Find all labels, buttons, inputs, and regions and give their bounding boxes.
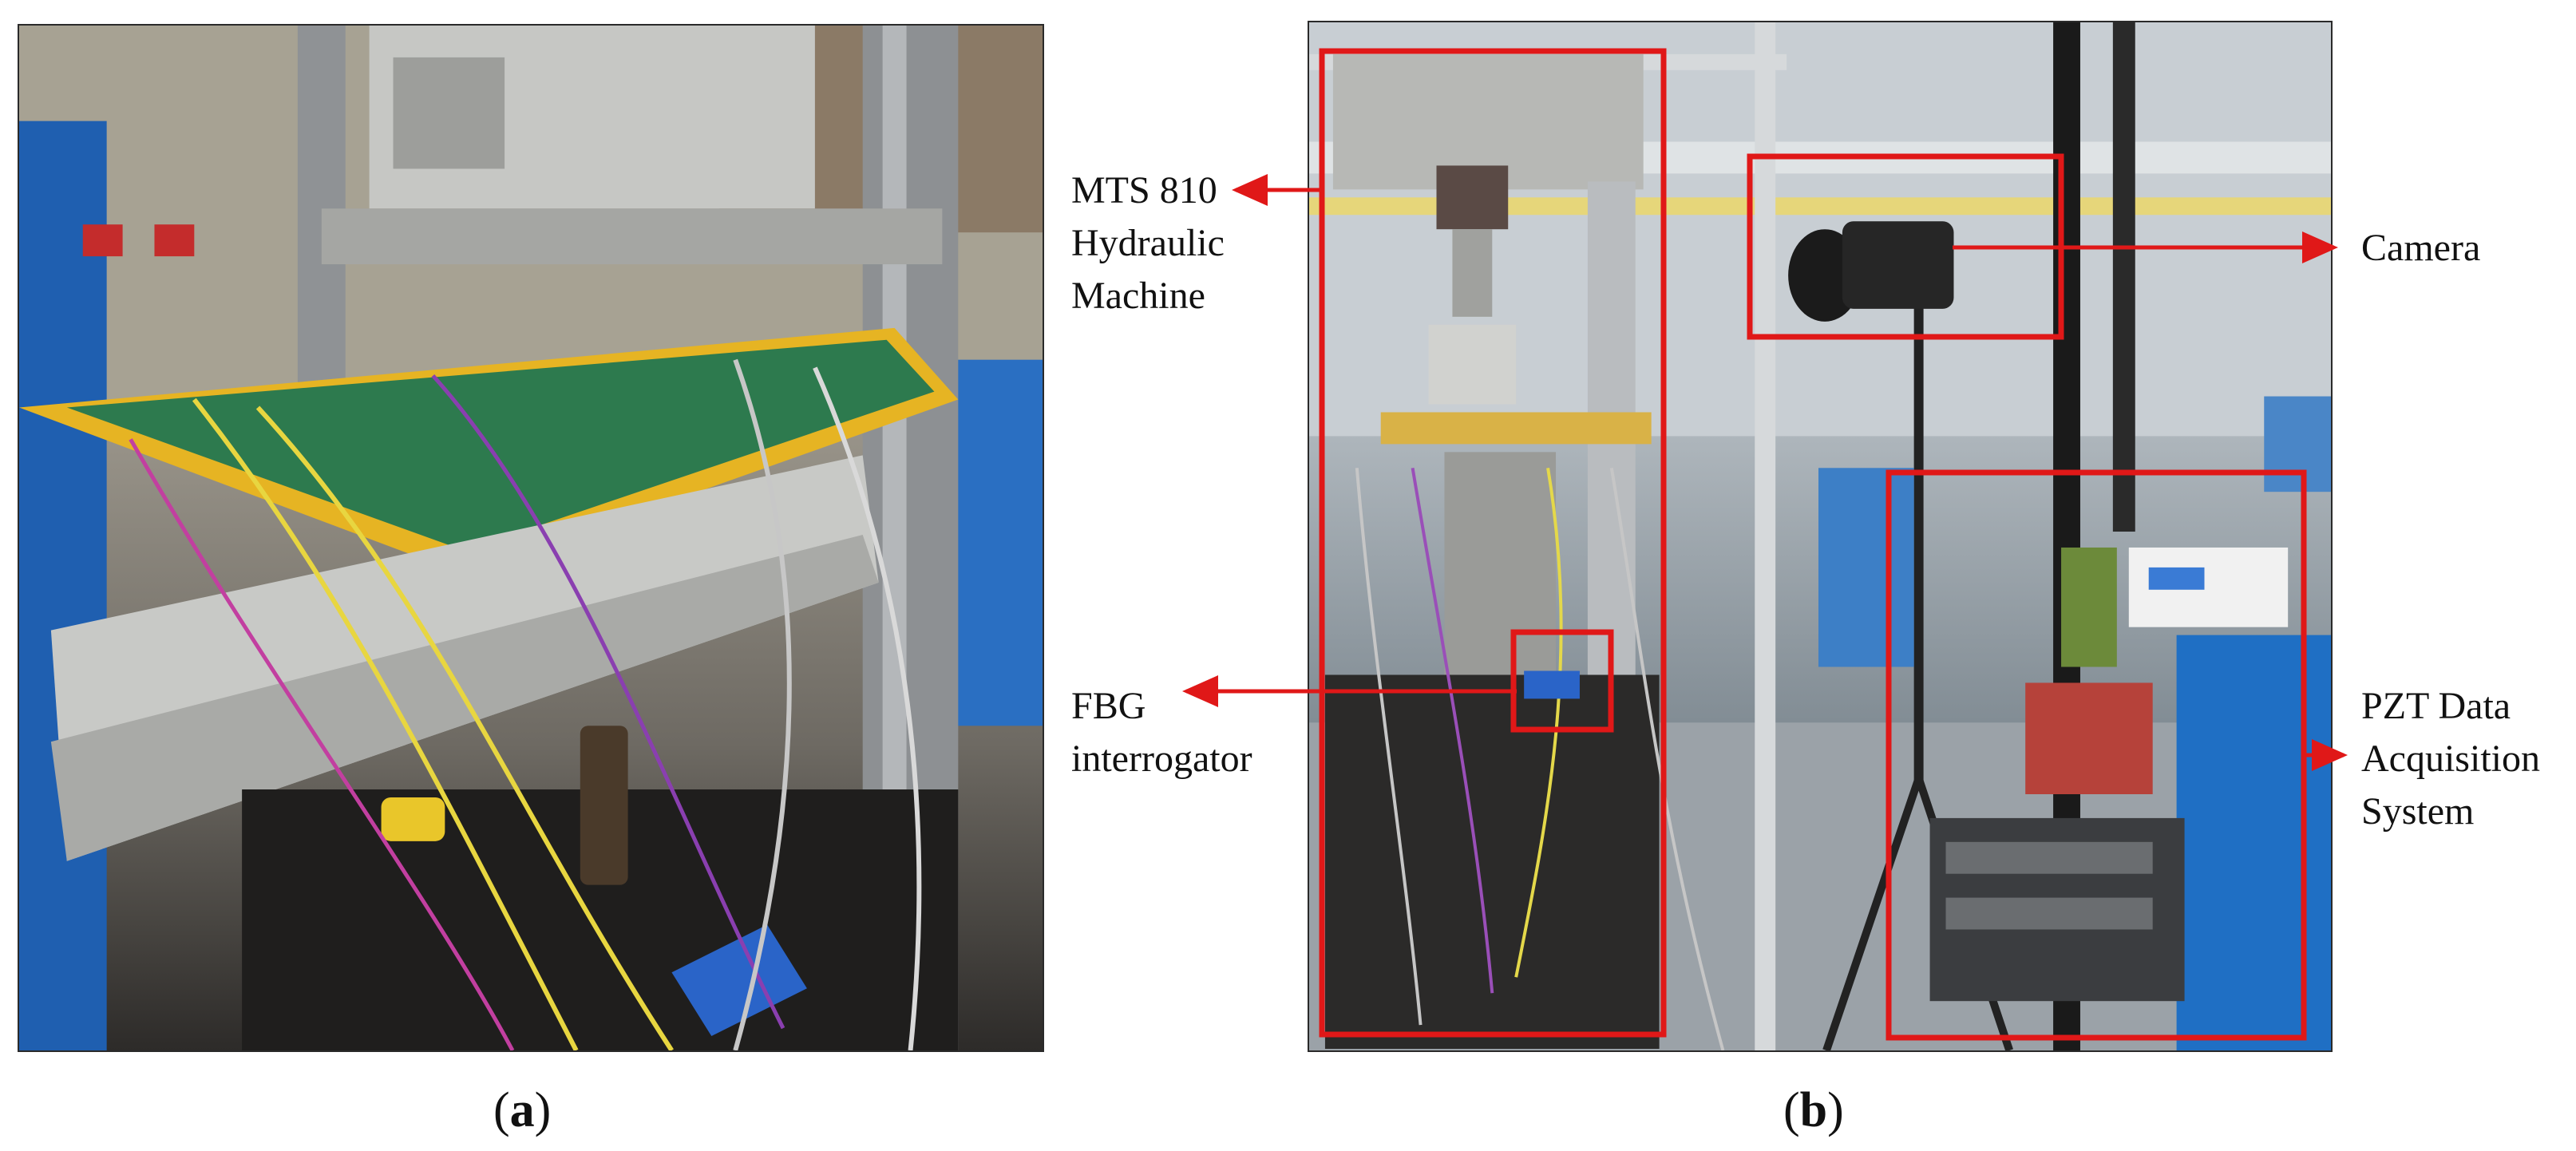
label-fbg-line-2: interrogator bbox=[1071, 738, 1252, 780]
label-fbg-interrogator: FBG interrogator bbox=[1071, 680, 1252, 785]
photo-b-illustration bbox=[1309, 22, 2331, 1050]
caption-a: (a) bbox=[493, 1083, 552, 1137]
label-pzt-line-3: System bbox=[2361, 790, 2475, 833]
label-pzt-data-acquisition: PZT Data Acquisition System bbox=[2361, 680, 2540, 838]
label-mts-line-2: Hydraulic bbox=[1071, 222, 1225, 264]
photo-a-illustration bbox=[19, 26, 1043, 1050]
label-camera: Camera bbox=[2361, 222, 2480, 275]
caption-b-letter: b bbox=[1799, 1083, 1828, 1137]
caption-a-letter: a bbox=[509, 1083, 535, 1137]
label-camera-line-1: Camera bbox=[2361, 227, 2481, 269]
caption-b: (b) bbox=[1783, 1083, 1844, 1137]
label-pzt-line-1: PZT Data bbox=[2361, 685, 2511, 727]
photo-b-test-setup bbox=[1308, 21, 2333, 1052]
label-mts-hydraulic-machine: MTS 810 Hydraulic Machine bbox=[1071, 164, 1225, 322]
label-mts-line-1: MTS 810 bbox=[1071, 169, 1217, 212]
photo-a-specimen-closeup bbox=[18, 24, 1044, 1052]
label-pzt-line-2: Acquisition bbox=[2361, 738, 2540, 780]
label-fbg-line-1: FBG bbox=[1071, 685, 1146, 727]
label-mts-line-3: Machine bbox=[1071, 275, 1205, 317]
